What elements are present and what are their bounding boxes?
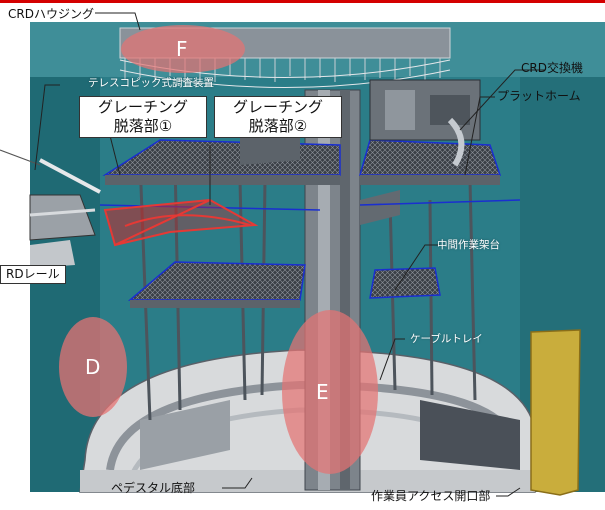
leader-lines — [34, 12, 545, 497]
grating-fallen-1-box: グレーチング 脱落部① — [79, 96, 207, 138]
grating-1-line1: グレーチング — [97, 98, 188, 116]
zone-d-ellipse — [59, 317, 127, 417]
telescopic-label: テレスコピック式調査装置 — [88, 77, 214, 89]
grating-fallen-areas — [103, 198, 259, 247]
top-rule — [0, 0, 605, 3]
crd-housing-label: CRDハウジング — [8, 7, 94, 21]
middle-scaffold — [127, 261, 441, 308]
crd-rail-label: RDレール — [0, 265, 66, 284]
pedestal-floor-label: ペデスタル底部 — [111, 481, 196, 495]
worker-access-label: 作業員アクセス開口部 — [371, 489, 491, 503]
cable-tray-label: ケーブルトレイ — [410, 333, 483, 345]
crd-exchanger-label: CRD交換機 — [521, 61, 583, 75]
crd-rail — [29, 194, 96, 268]
zone-f-ellipse — [121, 25, 245, 73]
grating-2-line1: グレーチング — [232, 98, 323, 116]
grating-fallen-2-box: グレーチング 脱落部② — [214, 96, 342, 138]
middle-scaffold-label: 中間作業架台 — [437, 239, 500, 251]
grating-2-line2: 脱落部② — [248, 117, 308, 135]
zone-f-letter: F — [176, 37, 188, 61]
worker-access-opening — [530, 329, 581, 496]
grating-1-line2: 脱落部① — [113, 117, 173, 135]
telescopic-probe — [0, 149, 101, 194]
zone-e-letter: E — [316, 380, 329, 404]
zone-e-ellipse — [282, 310, 378, 474]
zone-d-letter: D — [85, 355, 101, 379]
platform-label: プラットホーム — [497, 89, 581, 103]
